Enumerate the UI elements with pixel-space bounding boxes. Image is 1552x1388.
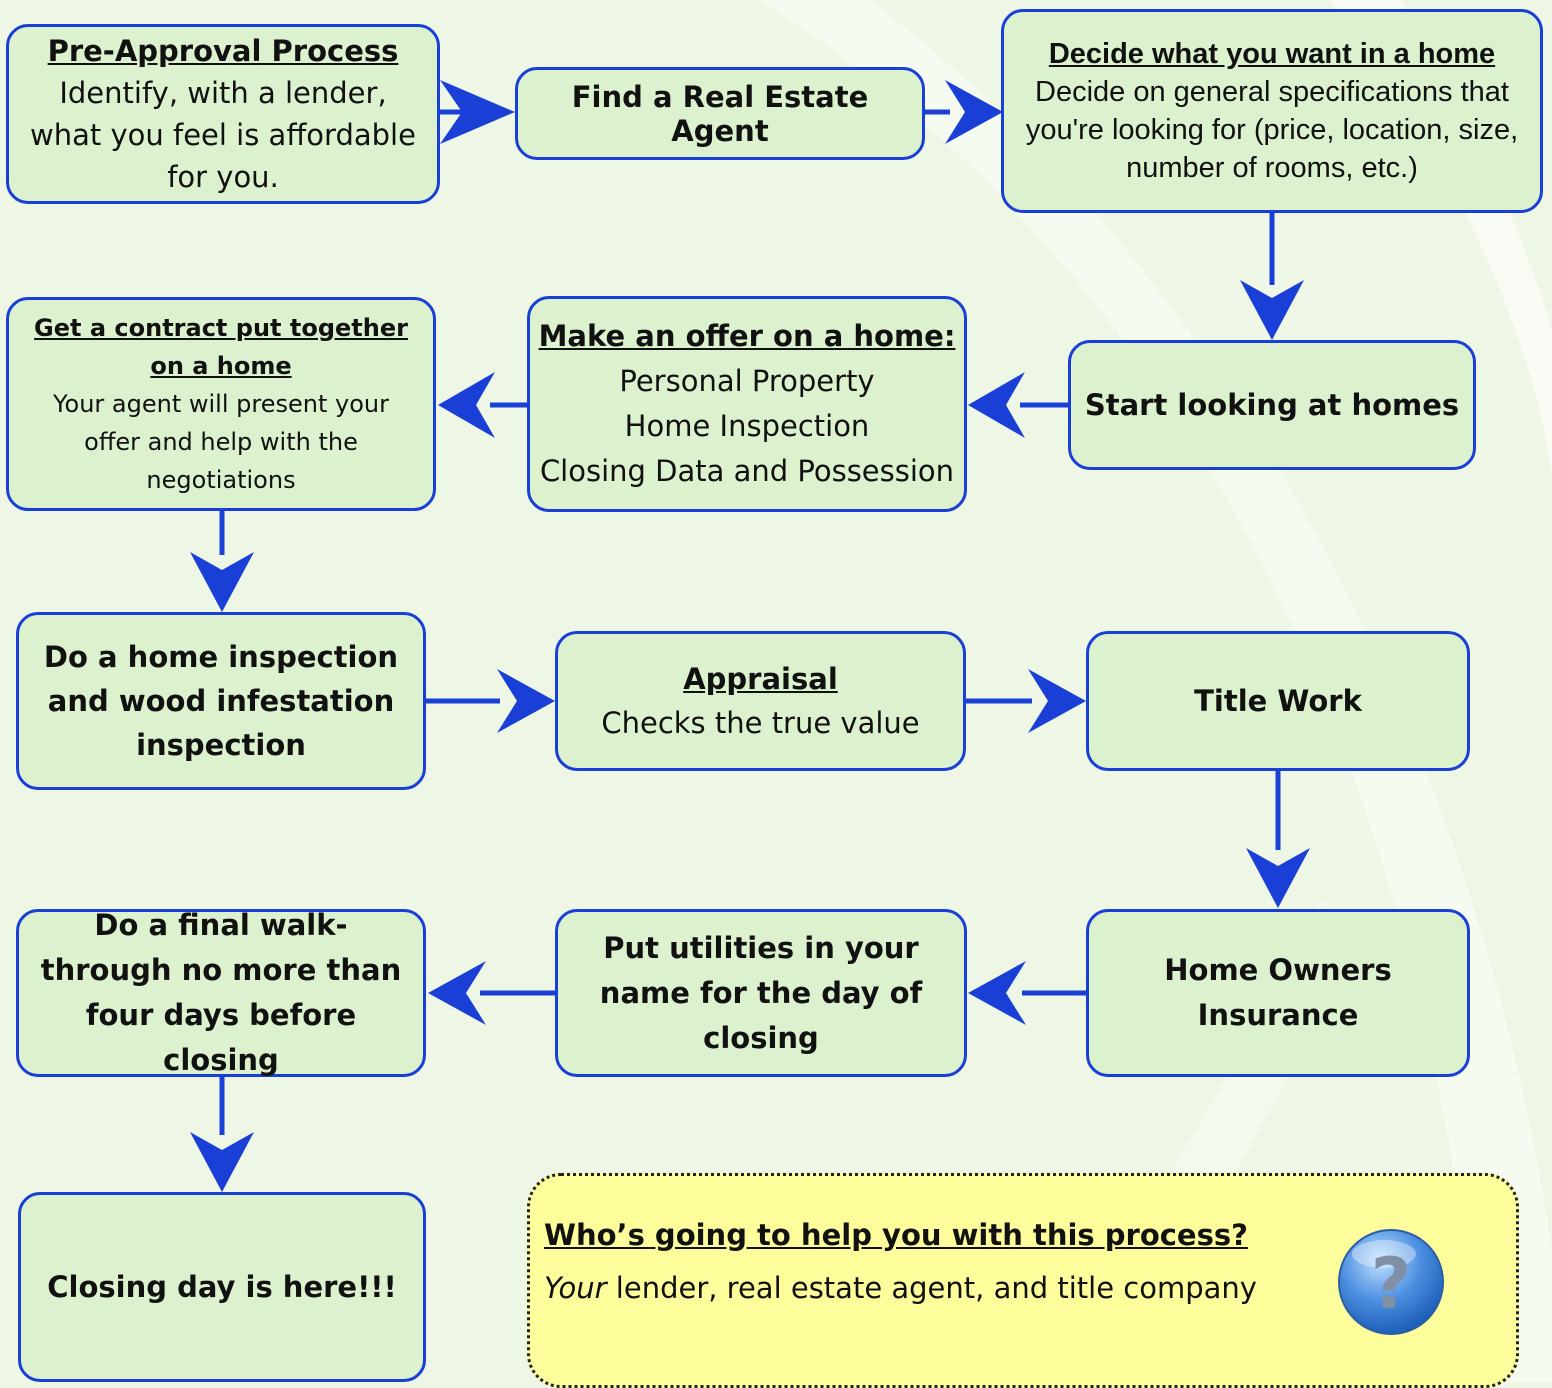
step-title: Put utilities in your name for the day o… (599, 930, 923, 1055)
step-title: Make an offer on a home: (538, 319, 956, 353)
step-title: Closing day is here!!! (47, 1270, 397, 1304)
callout-answer-emphasis: Your (544, 1271, 607, 1305)
callout-answer-text: lender, real estate agent, and title com… (606, 1271, 1257, 1305)
step-decide: Decide what you want in a home Decide on… (1001, 9, 1543, 213)
step-closing: Closing day is here!!! (18, 1192, 426, 1382)
step-make-offer: Make an offer on a home: Personal Proper… (527, 296, 967, 512)
step-appraisal: Appraisal Checks the true value (555, 631, 966, 771)
step-insurance: Home Owners Insurance (1086, 909, 1470, 1077)
step-title: Title Work (1194, 684, 1362, 718)
step-body: Decide on general specifications that yo… (1025, 76, 1519, 184)
offer-item: Personal Property (619, 364, 875, 398)
callout-question: Who’s going to help you with this proces… (544, 1218, 1248, 1252)
step-find-agent: Find a Real Estate Agent (515, 67, 925, 160)
step-title: Home Owners Insurance (1164, 953, 1392, 1032)
step-title: Do a home inspection and wood infestatio… (43, 640, 399, 762)
step-title: Appraisal (683, 662, 838, 696)
step-title-work: Title Work (1086, 631, 1470, 771)
step-body: Your agent will present your offer and h… (53, 390, 389, 494)
step-title: Decide what you want in a home (1048, 38, 1496, 70)
svg-text:?: ? (1371, 1243, 1412, 1325)
step-title: Start looking at homes (1084, 388, 1460, 422)
offer-item: Closing Data and Possession (539, 454, 955, 488)
step-title: Do a final walk-through no more than fou… (40, 908, 402, 1077)
step-title: Get a contract put together on a home (34, 314, 408, 380)
step-utilities: Put utilities in your name for the day o… (555, 909, 967, 1077)
step-title: Find a Real Estate Agent (571, 79, 869, 148)
step-contract: Get a contract put together on a home Yo… (6, 297, 436, 511)
step-pre-approval: Pre-Approval Process Identify, with a le… (6, 24, 440, 204)
question-mark-icon: ? (1338, 1229, 1444, 1335)
step-body: Checks the true value (601, 706, 920, 740)
step-start-looking: Start looking at homes (1068, 340, 1476, 470)
callout-answer: Your lender, real estate agent, and titl… (544, 1271, 1257, 1305)
step-body: Identify, with a lender, what you feel i… (30, 76, 416, 194)
offer-item: Home Inspection (624, 409, 870, 443)
step-title: Pre-Approval Process (47, 34, 399, 68)
help-callout: Who’s going to help you with this proces… (527, 1173, 1519, 1388)
step-inspection: Do a home inspection and wood infestatio… (16, 612, 426, 790)
step-walkthrough: Do a final walk-through no more than fou… (16, 908, 426, 1077)
